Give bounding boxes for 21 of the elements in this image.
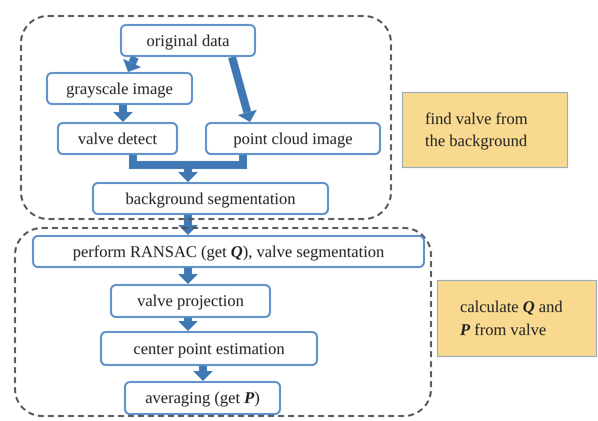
arrow [193, 366, 213, 381]
arrow [228, 56, 257, 122]
process-box: center point estimation [100, 331, 318, 366]
arrow [178, 318, 198, 331]
process-box: original data [120, 24, 256, 57]
arrow [123, 55, 142, 72]
process-box: valve projection [110, 284, 271, 318]
process-box: perform RANSAC (get Q), valve segmentation [32, 235, 425, 268]
arrow [178, 155, 247, 182]
process-box: grayscale image [46, 72, 193, 105]
process-box: averaging (get P) [124, 381, 281, 415]
arrow [113, 105, 133, 122]
dashed-group-box [14, 227, 432, 417]
dashed-group-box [20, 15, 392, 220]
note-box: calculate Q and P from valve [437, 280, 597, 357]
process-box: point cloud image [205, 122, 381, 155]
process-box: background segmentation [92, 182, 329, 215]
process-box: valve detect [57, 122, 178, 155]
arrow [178, 215, 198, 235]
arrow [178, 268, 198, 284]
note-box: find valve from the background [402, 92, 568, 168]
